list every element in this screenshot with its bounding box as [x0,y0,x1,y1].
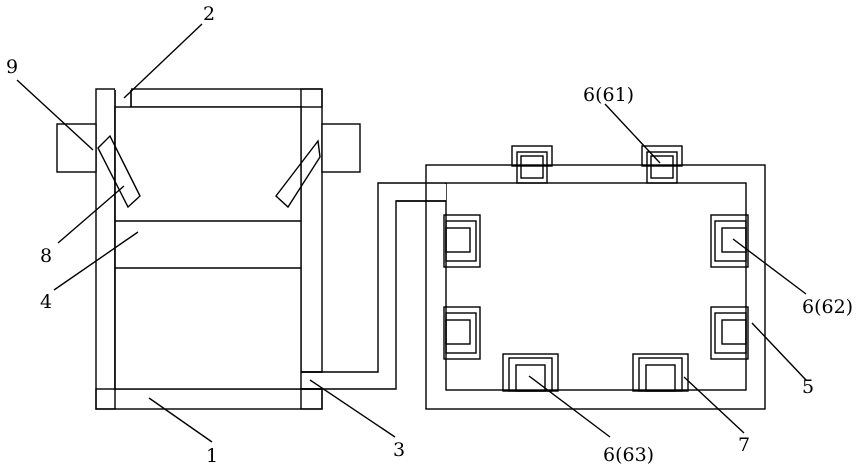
connecting-pipe [301,182,428,390]
label-61: 6(61) [583,84,634,106]
right-tank [396,164,766,410]
module-top-1 [511,145,553,184]
label-3: 3 [393,439,405,461]
label-1: 1 [206,445,218,467]
label-4: 4 [40,291,52,313]
inner-partition [115,220,301,269]
module-bottom-1 [502,353,559,392]
module-left-2 [443,306,481,360]
labels: 2 9 8 4 1 3 6(61) 6(62) 5 6(63) 7 [6,3,853,467]
label-63: 6(63) [603,444,654,466]
label-8: 8 [40,245,52,267]
module-left-1 [443,214,481,268]
leader-lines [16,23,807,443]
module-bottom-2 [632,353,689,392]
module-right-2 [710,306,749,360]
label-62: 6(62) [802,296,853,318]
side-block-left [56,123,97,173]
left-tank [95,88,323,410]
label-2: 2 [203,3,215,25]
label-9: 9 [6,56,18,78]
baffle-right [275,139,321,209]
side-block-right [321,123,361,173]
module-right-1 [710,214,749,268]
label-7: 7 [738,434,750,456]
baffle-left [97,134,141,209]
label-5: 5 [802,376,814,398]
module-top-2 [641,145,683,184]
